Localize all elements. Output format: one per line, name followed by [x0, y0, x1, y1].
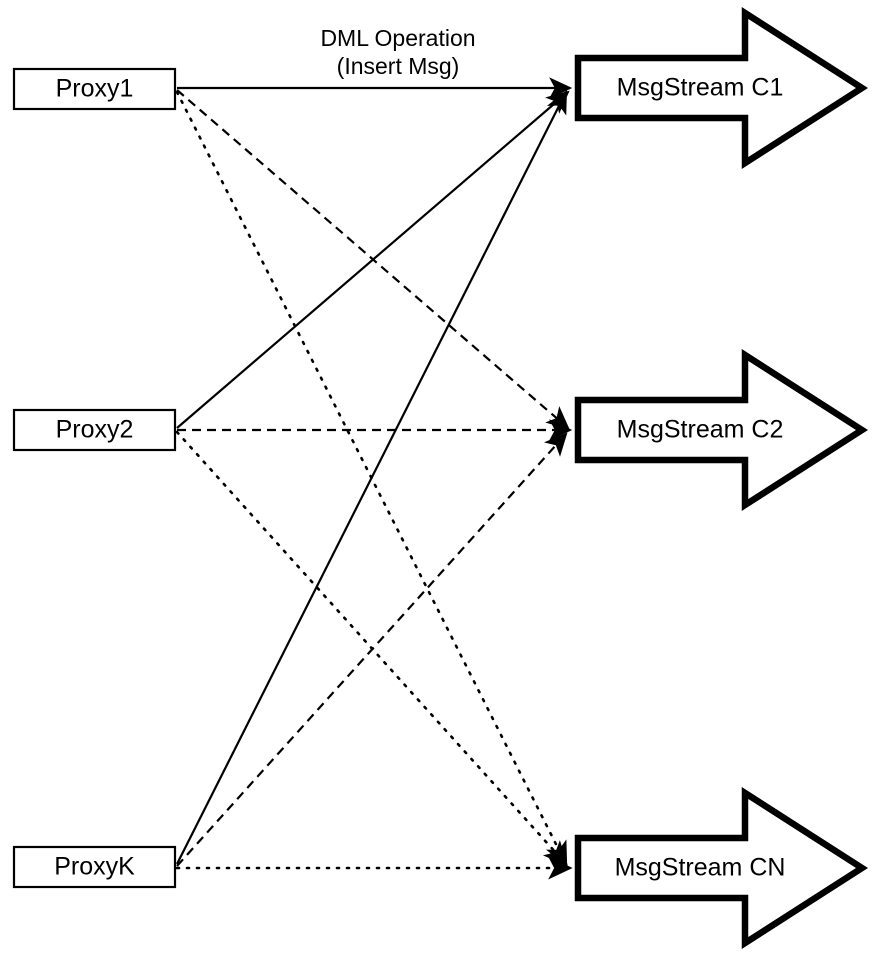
proxy-box-rect: [12, 408, 177, 452]
msgstream-node-c2[interactable]: MsgStream C2: [574, 349, 869, 511]
block-arrow-shape: [574, 7, 869, 169]
proxy-node-proxy2[interactable]: Proxy2: [12, 408, 177, 452]
proxy-label: Proxy1: [56, 75, 134, 103]
proxy-label: Proxy2: [56, 416, 134, 444]
edge-label-line2: (Insert Msg): [337, 53, 460, 79]
proxy-box-rect: [12, 845, 177, 889]
msgstream-label: MsgStream C1: [617, 74, 784, 102]
edge-proxy2-to-stream-cn[interactable]: [175, 430, 568, 866]
proxy-label: ProxyK: [54, 853, 135, 881]
msgstream-label: MsgStream CN: [615, 854, 786, 882]
edge-group: [175, 77, 573, 880]
msgstream-node-c1[interactable]: MsgStream C1: [574, 7, 869, 169]
block-arrow-shape: [574, 349, 869, 511]
edge-proxyk-to-stream-c2[interactable]: [176, 432, 568, 867]
msgstream-label: MsgStream C2: [617, 416, 784, 444]
edge-label-dml-operation: DML Operation (Insert Msg): [320, 25, 475, 79]
proxy-node-proxyk[interactable]: ProxyK: [12, 845, 177, 889]
edge-proxy2-to-stream-c1[interactable]: [176, 90, 570, 429]
proxy-node-proxy1[interactable]: Proxy1: [12, 67, 177, 111]
edge-label-line1: DML Operation: [320, 25, 475, 51]
proxy-box-rect: [12, 67, 177, 111]
edge-proxyk-to-stream-c1[interactable]: [176, 90, 567, 865]
msgstream-node-cn[interactable]: MsgStream CN: [574, 787, 869, 949]
block-arrow-shape: [574, 787, 869, 949]
